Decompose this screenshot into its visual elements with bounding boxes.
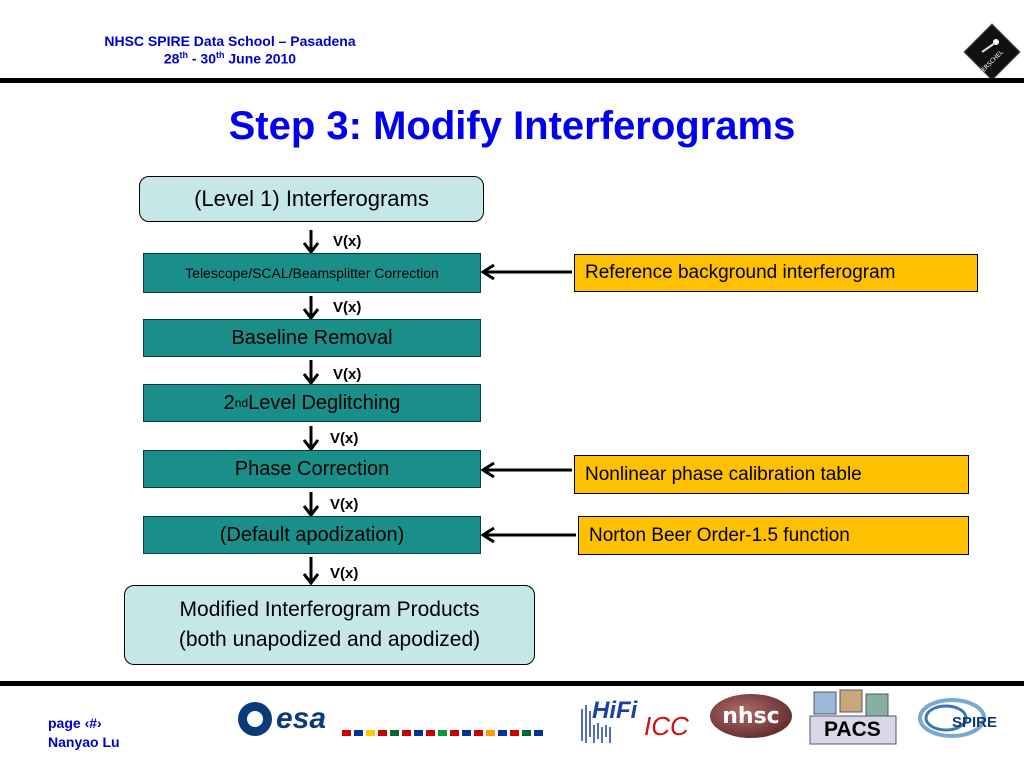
header-event-date: 28th - 30th June 2010 [163, 50, 297, 67]
input-nonlinear-phase-table: Nonlinear phase calibration table [574, 455, 969, 494]
slide-title: Step 3: Modify Interferograms [228, 104, 796, 148]
input-norton-beer-function: Norton Beer Order-1.5 function [578, 516, 969, 555]
author-name: Nanyao Lu [48, 734, 120, 750]
esa-logo: esa [238, 700, 558, 744]
down-arrow [302, 557, 320, 586]
arrow-label-vx: V(x) [330, 565, 359, 582]
input-reference-background: Reference background interferogram [574, 254, 978, 292]
down-arrow [302, 492, 320, 518]
hifi-icc-logo: HiFi ICC [578, 697, 696, 747]
step-default-apodization: (Default apodization) [143, 516, 481, 554]
left-arrow [480, 461, 572, 479]
left-arrow [480, 263, 572, 281]
nhsc-logo: nhsc [710, 694, 792, 738]
pacs-cube-icon [809, 689, 897, 745]
arrow-label-vx: V(x) [333, 299, 362, 316]
herschel-logo: HERSCHEL [963, 23, 1021, 81]
top-divider [0, 78, 1024, 83]
arrow-label-vx: V(x) [330, 430, 359, 447]
step-telescope-correction: Telescope/SCAL/Beamsplitter Correction [143, 253, 481, 293]
down-arrow [302, 360, 320, 386]
step-phase-correction: Phase Correction [143, 450, 481, 488]
step-baseline-removal: Baseline Removal [143, 319, 481, 357]
arrow-label-vx: V(x) [333, 233, 362, 250]
arrow-label-vx: V(x) [330, 496, 359, 513]
header-event-title: NHSC SPIRE Data School – Pasadena [104, 33, 356, 49]
end-box-line2: (both unapodized and apodized) [178, 628, 481, 651]
hifi-wave-icon [581, 705, 611, 743]
left-arrow [480, 526, 576, 544]
bottom-divider [0, 681, 1024, 686]
arrow-label-vx: V(x) [333, 366, 362, 383]
down-arrow [302, 296, 320, 321]
spire-logo: SPIRE [916, 696, 1014, 740]
member-flags [342, 730, 543, 736]
start-box-level1-interferograms: (Level 1) Interferograms [139, 176, 484, 222]
end-box-line1: Modified Interferogram Products [179, 598, 480, 621]
spire-swoosh-icon [918, 698, 986, 738]
end-box-modified-products: Modified Interferogram Products (both un… [124, 585, 535, 665]
pacs-logo: PACS [806, 688, 902, 748]
esa-mark-icon [238, 702, 272, 736]
page-number: page ‹#› [48, 715, 102, 731]
down-arrow [302, 426, 320, 452]
down-arrow [302, 230, 320, 255]
